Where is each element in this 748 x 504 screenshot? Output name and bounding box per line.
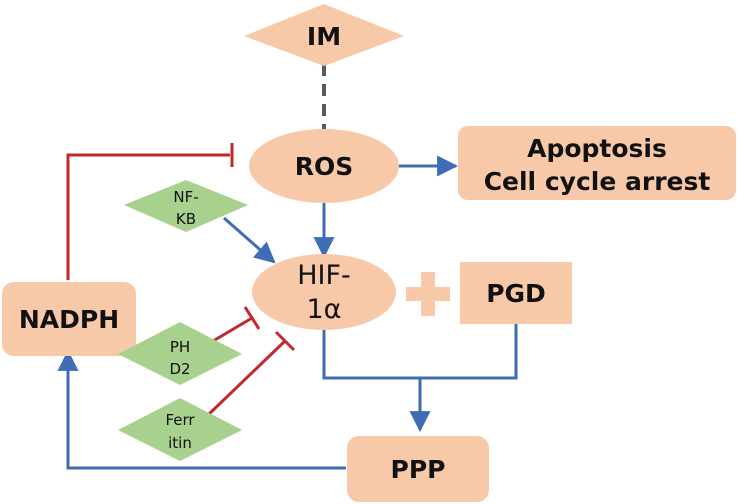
cell-cycle-arrest-label: Cell cycle arrest bbox=[484, 167, 711, 196]
ppp-label: PPP bbox=[391, 455, 446, 484]
outcome-node: Apoptosis Cell cycle arrest bbox=[458, 126, 736, 200]
phd2-label-line2: D2 bbox=[169, 360, 190, 378]
im-node: IM bbox=[244, 4, 404, 66]
apoptosis-label: Apoptosis bbox=[527, 134, 667, 163]
ppp-to-nadph-arrow bbox=[57, 349, 346, 470]
ros-node: ROS bbox=[249, 129, 399, 203]
im-label: IM bbox=[307, 22, 341, 51]
phd2-inhibit-bar bbox=[243, 306, 261, 330]
pgd-node: PGD bbox=[460, 262, 572, 324]
phd2-inhibits-hif-line bbox=[207, 316, 253, 346]
ferritin-inhibits-hif-line bbox=[206, 339, 287, 417]
nfkb-label-line2: KB bbox=[176, 210, 196, 228]
hif-label-line1: HIF- bbox=[297, 260, 351, 291]
nfkb-label-line1: NF- bbox=[173, 188, 198, 206]
nadph-node: NADPH bbox=[2, 282, 136, 356]
nadph-inhibits-ros-line bbox=[66, 153, 230, 280]
connectors bbox=[57, 64, 518, 470]
hif-label-line2: 1α bbox=[307, 294, 342, 325]
ferritin-label-line2: itin bbox=[168, 434, 192, 452]
plus-symbol: + bbox=[406, 272, 450, 316]
nfkb-node: NF- KB bbox=[124, 180, 248, 232]
ppp-node: PPP bbox=[347, 436, 489, 502]
nfkb-to-hif-arrow bbox=[223, 216, 276, 264]
nadph-label: NADPH bbox=[19, 305, 119, 334]
hif-pgd-merge-line bbox=[322, 324, 518, 380]
pgd-label: PGD bbox=[486, 279, 546, 308]
hif-node: HIF- 1α bbox=[252, 254, 396, 330]
phd2-node: PH D2 bbox=[118, 322, 242, 385]
phd2-label-line1: PH bbox=[170, 338, 190, 356]
ferritin-label-line1: Ferr bbox=[165, 411, 195, 429]
ferritin-node: Ferr itin bbox=[118, 398, 242, 461]
ferritin-inhibit-bar bbox=[274, 330, 296, 352]
ros-label: ROS bbox=[295, 152, 354, 181]
